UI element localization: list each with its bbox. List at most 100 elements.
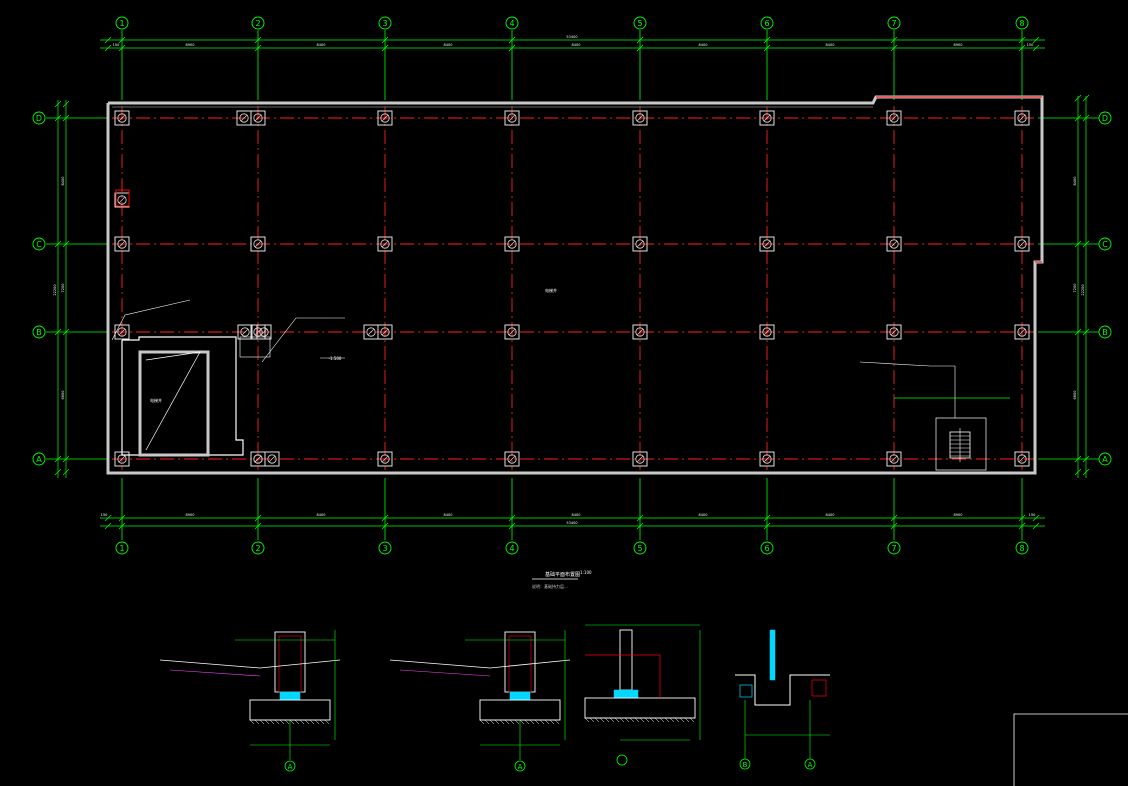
bubble-right-B-label: B — [1102, 328, 1108, 337]
section-2-bubble-label: A — [518, 763, 523, 771]
column-extra-red-hatch — [118, 196, 126, 204]
bubble-bottom-8-label: 8 — [1019, 544, 1024, 553]
column-6B-hatch — [763, 328, 771, 336]
column-2B-b-hatch — [260, 328, 268, 336]
right-tick-b-4 — [1082, 94, 1090, 102]
column-8A — [1014, 451, 1030, 467]
column-2A-b-pile — [267, 454, 277, 464]
top-tick-b-7 — [1018, 36, 1026, 44]
elevator-diagonal — [145, 351, 201, 451]
column-3D — [377, 110, 393, 126]
bottom-overall-dim-text: 53400 — [566, 521, 577, 525]
section-1-ground-hatch — [284, 719, 290, 725]
section-3-ground-hatch — [584, 717, 590, 723]
left-tick-b-0 — [54, 114, 62, 122]
bubble-bottom-7-label: 7 — [891, 544, 896, 553]
bottom-tick-0 — [118, 514, 126, 522]
bottom-tick-b-6 — [890, 522, 898, 530]
column-2B-b — [256, 324, 272, 340]
column-5C — [632, 236, 648, 252]
section-2-ramp — [399, 669, 491, 677]
section-2-ground-hatch — [549, 719, 555, 725]
right-tick-b-3 — [1082, 455, 1090, 463]
section-4-pit-b — [811, 679, 827, 697]
elevation-mark: -1.500 — [329, 356, 342, 361]
left-tick-0 — [62, 114, 70, 122]
section-3-ground-hatch — [609, 717, 615, 723]
bubble-bottom-5-circle — [633, 541, 647, 555]
column-7C-pile — [889, 239, 899, 249]
column-4D-pile — [507, 113, 517, 123]
column-1C — [114, 236, 130, 252]
bubble-bottom-2-label: 2 — [255, 544, 260, 553]
section-3-ground-hatch — [649, 717, 655, 723]
column-8B — [1014, 324, 1030, 340]
top-tick-6 — [890, 44, 898, 52]
section-3-ground-hatch — [679, 717, 685, 723]
bubble-right-A-label: A — [1102, 455, 1108, 464]
bottom-end-left: 150 — [101, 513, 108, 517]
section-1-ground-hatch — [249, 719, 255, 725]
column-1B-pile — [117, 327, 127, 337]
column-3D-pile — [380, 113, 390, 123]
top-tick-b-0 — [118, 36, 126, 44]
bottom-tick-4 — [636, 514, 644, 522]
section-1-ground-hatch — [279, 719, 285, 725]
top-tick-b-4 — [636, 36, 644, 44]
bubble-left-C-label: C — [36, 240, 42, 249]
column-5D-pile — [635, 113, 645, 123]
bubble-left-C-circle — [32, 237, 46, 251]
section-2-ground-hatch — [484, 719, 490, 725]
bottom-tick-b-9 — [1032, 522, 1040, 530]
column-7B — [886, 324, 902, 340]
plan-scale: 1:100 — [580, 570, 592, 575]
column-7C-hatch — [890, 240, 898, 248]
left-row-total: 22200 — [53, 284, 57, 295]
section-4-outline — [735, 674, 830, 706]
column-4A-pile — [507, 454, 517, 464]
section-2-ground-hatch — [519, 719, 525, 725]
bottom-tick-b-0 — [118, 522, 126, 530]
section-2-ground-hatch — [534, 719, 540, 725]
section-3-ground-hatch — [629, 717, 635, 723]
column-7A-hatch — [890, 455, 898, 463]
top-tick-8 — [104, 44, 112, 52]
left-tick-1 — [62, 240, 70, 248]
section-1-footing — [249, 699, 331, 721]
section-3-ground-hatch — [634, 717, 640, 723]
bubble-bottom-3-circle — [378, 541, 392, 555]
column-3B-hatch — [381, 328, 389, 336]
bottom-tick-2 — [381, 514, 389, 522]
plan-note: 说明：基础持力层... — [532, 583, 568, 589]
stair-note-line — [859, 361, 931, 367]
section-4-bubble-b — [739, 758, 751, 770]
right-tick-b-0 — [1082, 114, 1090, 122]
right-tick-0 — [1074, 114, 1082, 122]
column-1A-hatch — [118, 455, 126, 463]
bottom-span-7: 6900 — [954, 513, 963, 517]
bottom-end-right: 150 — [1029, 513, 1036, 517]
bottom-tick-b-2 — [381, 522, 389, 530]
section-2-slab — [389, 659, 571, 669]
left-row-span-3: 6600 — [61, 391, 65, 400]
section-1-ground-hatch — [264, 719, 270, 725]
right-tick-b-2 — [1082, 328, 1090, 336]
left-tick-b-3 — [54, 455, 62, 463]
section-3-ground-hatch — [604, 717, 610, 723]
bottom-tick-7 — [1018, 514, 1026, 522]
bubble-top-5-circle — [633, 16, 647, 30]
column-5B-pile — [635, 327, 645, 337]
section-3-ground-hatch — [664, 717, 670, 723]
top-span-6: 8400 — [826, 43, 835, 47]
bottom-tick-6 — [890, 514, 898, 522]
right-tick-4 — [1074, 94, 1082, 102]
stair-box — [935, 417, 987, 471]
top-tick-b-6 — [890, 36, 898, 44]
bubble-right-B-circle — [1098, 325, 1112, 339]
column-6B — [759, 324, 775, 340]
elevator-leader — [111, 299, 191, 341]
